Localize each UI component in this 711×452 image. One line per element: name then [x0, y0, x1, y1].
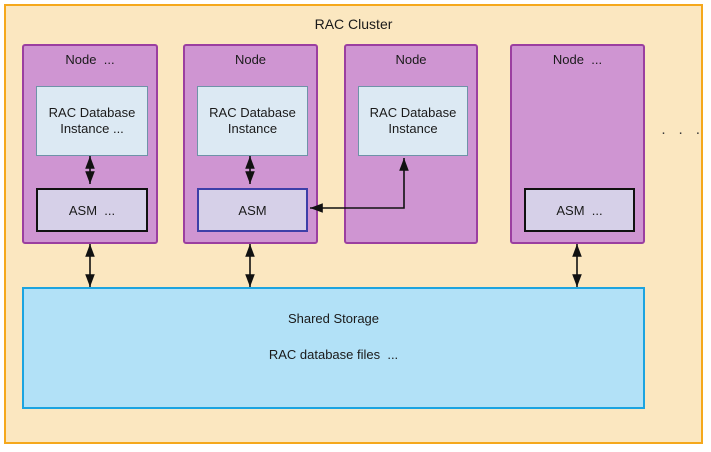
- rac-database-instance-1[interactable]: RAC Database Instance ...: [36, 86, 148, 156]
- asm-box-4[interactable]: ASM ...: [524, 188, 635, 232]
- node-box-2[interactable]: Node RAC Database Instance ASM: [183, 44, 318, 244]
- node-box-4[interactable]: Node ... ASM ...: [510, 44, 645, 244]
- rac-database-instance-3[interactable]: RAC Database Instance: [358, 86, 468, 156]
- node-title-1: Node ...: [65, 52, 115, 67]
- rac-database-instance-2[interactable]: RAC Database Instance: [197, 86, 308, 156]
- node-title-3: Node: [395, 52, 427, 67]
- node-box-3[interactable]: Node RAC Database Instance: [344, 44, 478, 244]
- shared-storage-subtitle: RAC database files ...: [268, 347, 399, 362]
- more-nodes-ellipsis: · · ·: [661, 124, 705, 141]
- asm-box-2[interactable]: ASM: [197, 188, 308, 232]
- shared-storage-box[interactable]: Shared Storage RAC database files ...: [22, 287, 645, 409]
- asm-box-1[interactable]: ASM ...: [36, 188, 148, 232]
- cluster-title: RAC Cluster: [314, 16, 393, 32]
- node-box-1[interactable]: Node ... RAC Database Instance ... ASM .…: [22, 44, 158, 244]
- node-title-4: Node ...: [552, 52, 603, 67]
- node-title-2: Node: [234, 52, 267, 67]
- shared-storage-title: Shared Storage: [287, 311, 380, 326]
